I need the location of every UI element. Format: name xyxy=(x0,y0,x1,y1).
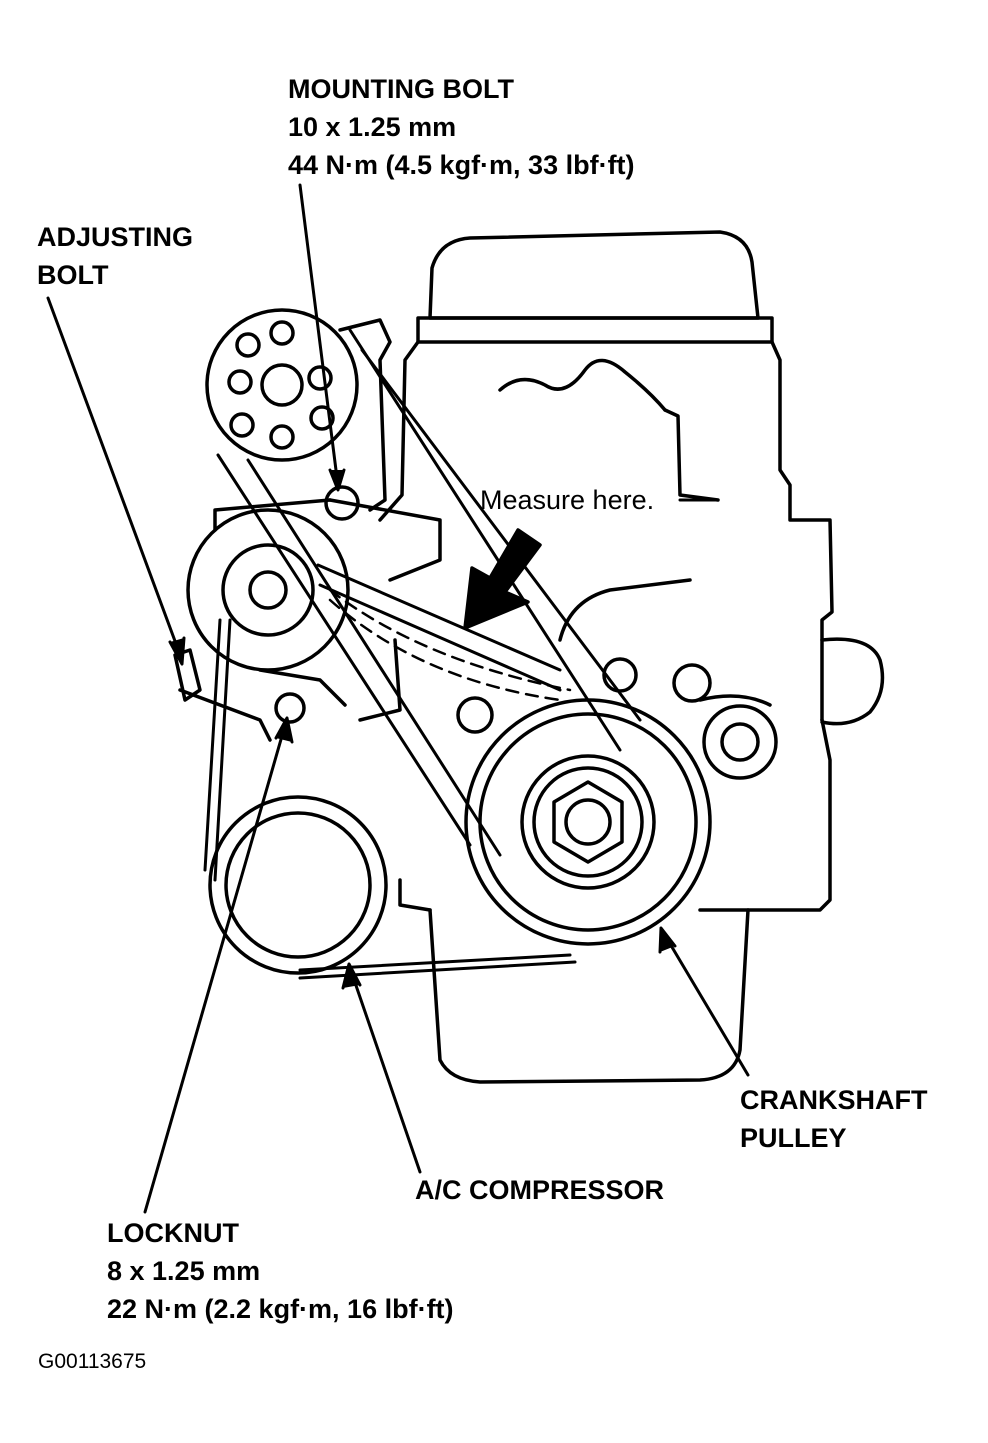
locknut-torque: 22 N·m (2.2 kgf·m, 16 lbf·ft) xyxy=(107,1294,454,1324)
locknut-callout: LOCKNUT 8 x 1.25 mm 22 N·m (2.2 kgf·m, 1… xyxy=(107,1214,454,1328)
adjusting-bolt-line2: BOLT xyxy=(37,260,109,290)
locknut-head xyxy=(274,692,306,724)
mounting-bolt-size: 10 x 1.25 mm xyxy=(288,112,457,142)
figure-code: G00113675 xyxy=(38,1350,147,1373)
locknut-size: 8 x 1.25 mm xyxy=(107,1256,261,1286)
measure-arrow xyxy=(463,528,542,630)
crankshaft-pulley-drawing xyxy=(464,698,712,946)
mounting-bolt-callout: MOUNTING BOLT 10 x 1.25 mm 44 N·m (4.5 k… xyxy=(288,70,635,184)
ac-compressor-label: A/C COMPRESSOR xyxy=(415,1175,665,1205)
ac-compressor-pulley xyxy=(208,795,388,975)
mounting-bolt-title: MOUNTING BOLT xyxy=(288,74,514,104)
locknut-title: LOCKNUT xyxy=(107,1218,239,1248)
crankshaft-pulley-callout: CRANKSHAFT PULLEY xyxy=(740,1081,927,1157)
leader-lines xyxy=(46,183,750,1214)
crankshaft-line1: CRANKSHAFT xyxy=(740,1085,928,1115)
mounting-bolt-head xyxy=(324,485,360,521)
crankshaft-line2: PULLEY xyxy=(740,1123,847,1153)
adjusting-bolt-callout: ADJUSTING BOLT xyxy=(37,218,193,294)
engine-block xyxy=(358,230,885,1084)
measure-here-label: Measure here. xyxy=(480,485,655,515)
upper-pulley xyxy=(205,308,442,582)
drive-belts xyxy=(203,328,642,980)
adjusting-bolt-line1: ADJUSTING xyxy=(37,222,194,252)
mounting-bolt-torque: 44 N·m (4.5 kgf·m, 33 lbf·ft) xyxy=(288,150,635,180)
alternator xyxy=(173,498,350,742)
